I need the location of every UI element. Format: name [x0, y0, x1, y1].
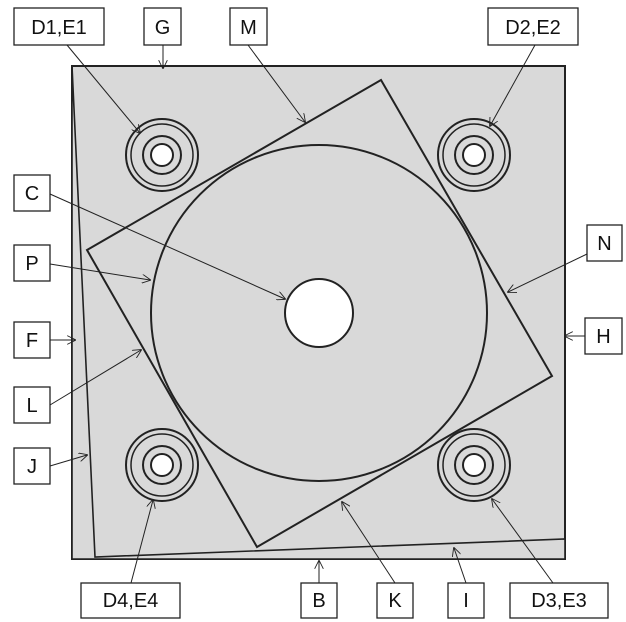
label-k: K: [376, 582, 414, 619]
svg-text:B: B: [312, 590, 325, 612]
svg-text:F: F: [26, 330, 38, 352]
svg-text:D2,E2: D2,E2: [505, 17, 561, 39]
svg-text:H: H: [596, 326, 610, 348]
bolt-ring-d3: [437, 428, 511, 502]
svg-text:G: G: [155, 17, 171, 39]
label-l: L: [13, 386, 51, 424]
svg-text:D4,E4: D4,E4: [103, 590, 159, 612]
label-g: G: [143, 7, 182, 46]
svg-text:I: I: [463, 590, 469, 612]
label-j: J: [13, 447, 51, 485]
label-d3-e3: D3,E3: [509, 582, 609, 619]
label-i: I: [447, 582, 485, 619]
label-d2-e2: D2,E2: [487, 7, 579, 46]
wedge-layer: [71, 65, 566, 560]
label-c: C: [13, 174, 51, 212]
bolt-ring-d4: [125, 428, 199, 502]
svg-text:K: K: [388, 590, 402, 612]
bolt-ring-d2: [437, 118, 511, 192]
svg-text:D1,E1: D1,E1: [31, 17, 87, 39]
label-m: M: [229, 7, 268, 46]
svg-text:D3,E3: D3,E3: [531, 590, 587, 612]
label-n: N: [586, 224, 623, 262]
svg-text:M: M: [240, 17, 257, 39]
label-b: B: [300, 582, 338, 619]
label-h: H: [584, 317, 623, 355]
leader-lines: [49, 44, 588, 584]
svg-text:C: C: [25, 183, 39, 205]
center-hole: [284, 278, 354, 348]
label-d1-e1: D1,E1: [13, 7, 105, 46]
svg-text:L: L: [26, 395, 37, 417]
label-f: F: [13, 321, 51, 359]
svg-text:J: J: [27, 456, 37, 478]
label-d4-e4: D4,E4: [80, 582, 181, 619]
svg-text:N: N: [597, 233, 611, 255]
bolt-ring-d1: [125, 118, 199, 192]
svg-text:P: P: [25, 253, 38, 275]
label-p: P: [13, 244, 51, 282]
